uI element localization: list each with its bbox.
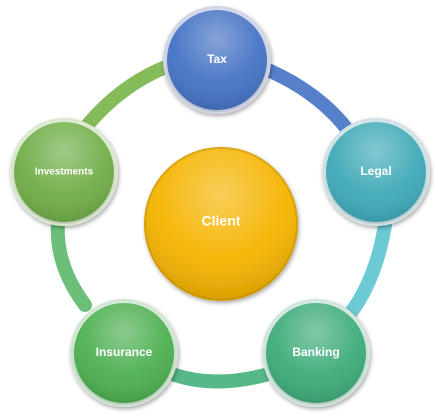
node-label-insurance: Insurance xyxy=(96,345,153,359)
center-label: Client xyxy=(202,213,241,229)
ring-arc-investments-tax xyxy=(78,59,175,135)
center-node: Client xyxy=(144,147,298,301)
node-label-tax: Tax xyxy=(207,52,227,66)
node-legal: Legal xyxy=(322,118,430,226)
node-insurance: Insurance xyxy=(70,299,178,407)
node-label-banking: Banking xyxy=(292,345,339,359)
ring-arc-banking-insurance xyxy=(168,368,272,389)
node-investments: Investments xyxy=(10,118,118,226)
ring-arc-legal-banking xyxy=(338,218,392,327)
ring-arc-tax-legal xyxy=(261,63,362,147)
node-banking: Banking xyxy=(262,299,370,407)
ring-arc-insurance-investments xyxy=(50,215,92,312)
node-label-investments: Investments xyxy=(35,167,94,178)
node-tax: Tax xyxy=(163,6,271,114)
node-label-legal: Legal xyxy=(360,164,391,178)
